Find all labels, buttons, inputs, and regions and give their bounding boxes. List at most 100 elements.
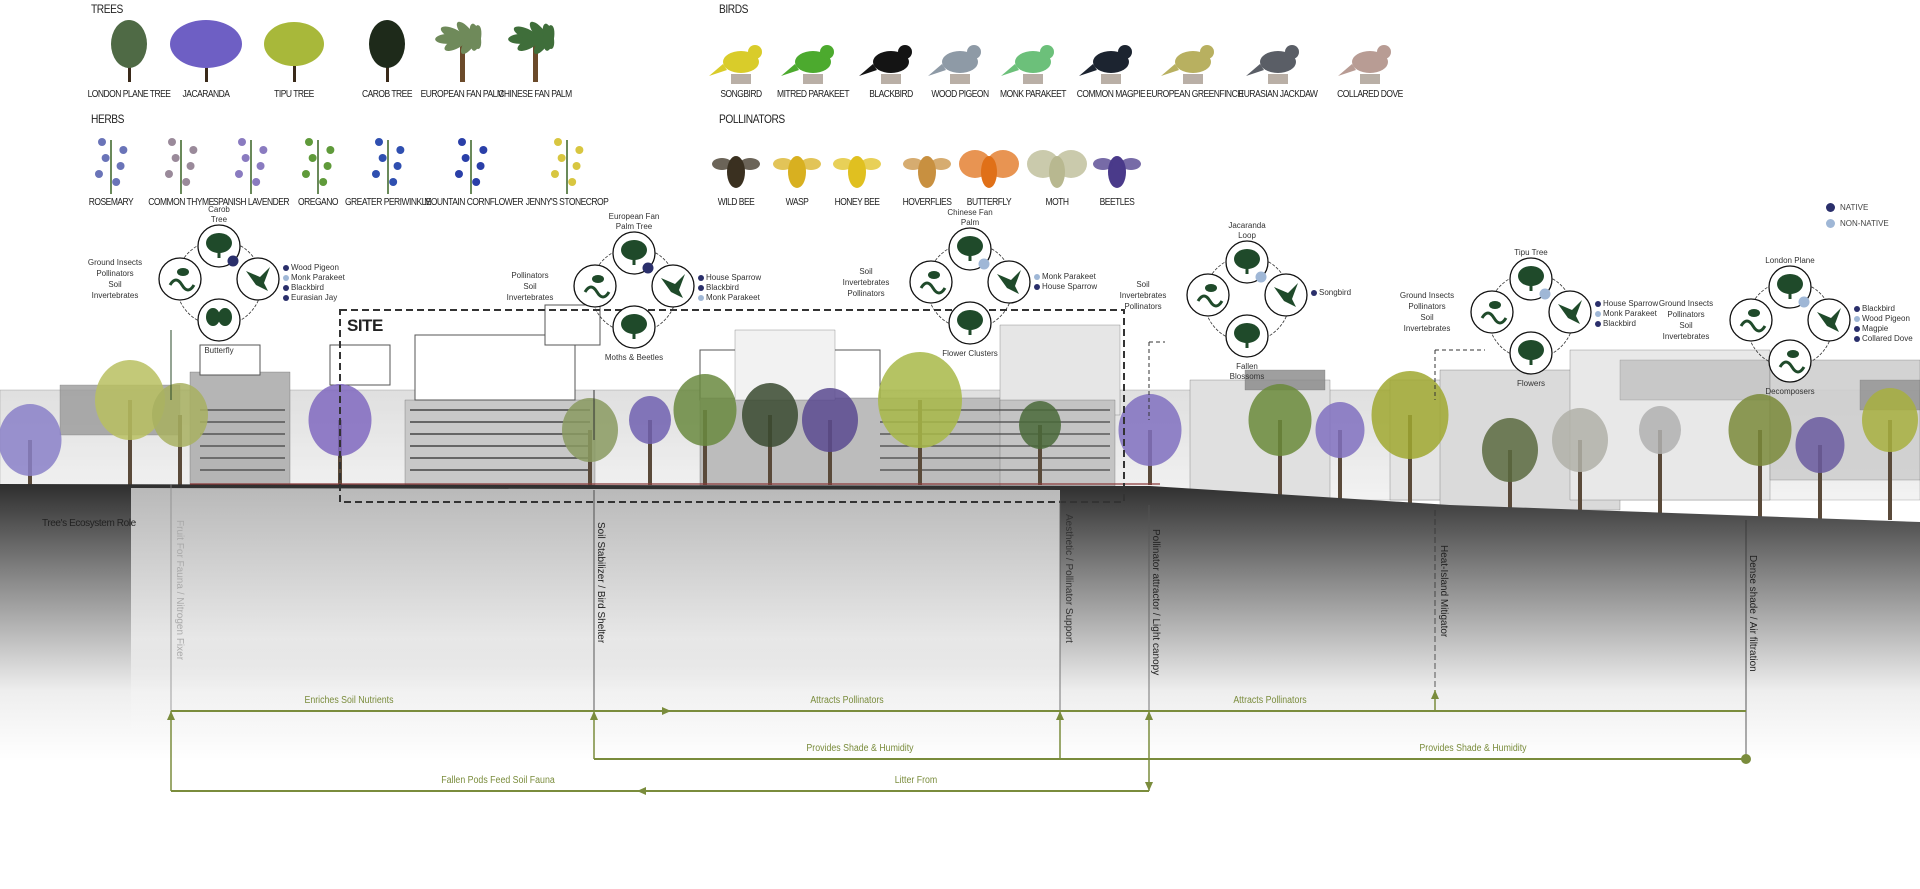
status-dot-icon [1854,335,1860,342]
ground-fauna-label: Invertebrates [1662,332,1710,341]
cycle-diagram [573,231,695,349]
cycle-bird-list: Songbird [1311,288,1351,298]
ground-fauna-label: Invertebrates [1119,290,1167,300]
herbs-item: COMMON THYME [126,130,236,208]
pollinators-item-label: BUTTERFLY [966,197,1012,208]
cycle-title-line: Tipu Tree [1514,248,1548,257]
street-tree [95,360,165,485]
herbs-item: SPANISH LAVENDER [196,130,306,208]
tree-status-dot [1255,271,1267,283]
street-tree [802,388,858,485]
herbs-item: ROSEMARY [56,130,166,208]
ground-fauna-label: Soil [1136,279,1150,289]
cycle-bottom-label: Flower Clusters [920,349,1020,359]
cycle-title-line: Loop [1238,231,1256,240]
ground-highlight [131,488,1060,740]
tree-status-dot [227,255,239,267]
ground-fauna-label: Ground Insects [1399,291,1455,300]
non-native-dot-icon [1826,219,1835,228]
songbird-icon [709,45,762,84]
birds-item-label: BLACKBIRD [869,89,913,100]
ground-fauna-label: Soil [1420,313,1434,322]
trees-item-label: EUROPEAN FAN PALM [420,89,504,100]
pollinators-item: HONEY BEE [802,138,912,208]
ecosystem-role-label: Aesthetic / Pollinator Support [1063,514,1074,643]
site-label: SITE [347,316,383,335]
ground-fauna-label: Invertebrates [91,291,139,300]
common-magpie-icon [1079,45,1132,84]
cycle-title-line: Palm Tree [615,222,653,231]
monk-parakeet-icon [1001,45,1054,84]
blackbird-icon [859,45,912,84]
status-dot-icon [1595,320,1601,327]
birds-item: WOOD PIGEON [905,28,1015,100]
bird-name: Wood Pigeon [1862,314,1910,323]
trees-item-label: JACARANDA [182,89,230,100]
ground-fauna-label: Pollinators [511,270,549,280]
chinese-fan-palm-icon [508,21,555,82]
bird-name: Blackbird [1862,304,1895,313]
cycle-bottom-label: Decomposers [1740,387,1840,397]
european-greenfinch-icon [1161,45,1214,84]
bird-name: Wood Pigeon [291,263,339,272]
ground-fauna-label: Pollinators [847,288,885,298]
ground-fauna-label: Ground Insects [87,258,143,267]
herbs-item: MOUNTAIN CORNFLOWER [416,130,526,208]
status-dot-icon [1034,283,1040,290]
status-dot-icon [1854,305,1860,312]
flow-label: Attracts Pollinators [810,695,884,706]
bird-name: House Sparrow [1042,282,1098,291]
building [199,344,261,376]
street-tree [1118,394,1182,485]
trees-item-label: CHINESE FAN PALM [498,89,572,100]
bird-list-item: Monk Parakeet [1034,272,1097,282]
flow-label: Litter From [894,775,938,786]
cycle-title-line: Tree [210,215,228,224]
cycle-diagram [158,224,280,342]
cycle-title: Tipu Tree [1481,248,1581,258]
bird-list-item: Monk Parakeet [1595,309,1658,319]
honey-bee-icon [833,156,881,188]
legend-non-native: NON-NATIVE [1826,219,1889,228]
tree-status-dot [978,258,990,270]
birds-item-label: EUROPEAN GREENFINCH [1146,89,1243,100]
cycle-bottom-label: Butterfly [169,346,269,356]
pollinators-item: MOTH [1002,138,1112,208]
ground-fauna-label: Ground Insects [1658,299,1714,308]
status-dot-icon [1034,273,1040,280]
common-thyme-icon [164,138,198,194]
street-tree [1862,388,1918,520]
pollinators-item-label: HOVERFLIES [902,197,952,208]
wild-bee-icon [712,156,760,188]
bird-name: Monk Parakeet [1603,309,1657,318]
bird-list-item: House Sparrow [698,273,761,283]
greater-periwinkle-icon [371,138,405,194]
herbs-item-label: GREATER PERIWINKLE [344,197,432,208]
rosemary-icon [94,138,128,194]
pollinators-item: WASP [742,138,852,208]
building [414,334,576,401]
trees-item-label: CAROB TREE [361,89,413,100]
street-tree [629,396,671,485]
building [189,371,291,488]
building [1619,359,1771,401]
status-dot-icon [1311,289,1317,296]
pollinators-item-label: HONEY BEE [834,197,880,208]
trees-item: EUROPEAN FAN PALM [407,18,517,100]
cycle-node [1729,298,1773,342]
bottom-label-line: Flowers [1516,379,1545,388]
london-plane-tree-icon [111,20,147,82]
street-tree [673,374,737,485]
ground-fauna-label: Soil [523,281,537,291]
trees-item: CHINESE FAN PALM [480,18,590,100]
tree-status-dot [642,262,654,274]
bird-name: Songbird [1319,288,1352,297]
street-tree [152,383,208,485]
